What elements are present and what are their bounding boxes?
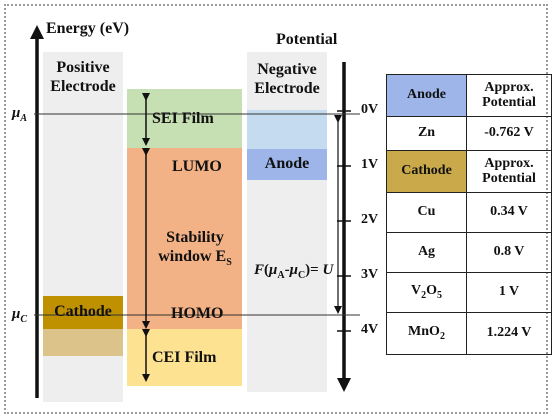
anode-header-cell: Anode [386,74,467,117]
cathode-potential-header-cell: Approx. Potential [466,150,552,193]
material-cell: MnO2 [386,312,467,355]
material-cell: Cu [386,192,467,233]
anode-box [247,149,327,180]
cathode-label: Cathode [54,303,112,320]
negative-electrode-column [247,52,327,392]
potential-cell: 1.224 V [466,312,552,355]
potential-cell: 1 V [466,272,552,313]
material-cell: Ag [386,232,467,273]
table-header-cathode: Cathode Approx. Potential [386,150,552,193]
sei-film-label: SEI Film [152,110,214,127]
cei-film-label: CEI Film [152,349,217,366]
table-row: Ag 0.8 V [386,232,552,273]
mu-a-label: μA [12,105,28,124]
cathode-header-cell: Cathode [386,150,467,193]
mu-c-label: μC [12,306,28,325]
table-header-anode: Anode Approx. Potential [386,74,552,117]
potential-cell: 0.8 V [466,232,552,273]
anode-potential-header-cell: Approx. Potential [466,74,552,117]
negative-electrode-label: Negative Electrode [254,61,320,97]
anode-label: Anode [264,155,310,172]
material-cell: V2O5 [386,272,467,313]
homo-label: HOMO [171,305,224,322]
table-row: Cu 0.34 V [386,192,552,233]
tick-label-2v: 2V [361,212,379,227]
potential-cell: 0.34 V [466,192,552,233]
potential-cell: -0.762 V [466,116,552,151]
material-cell: Zn [386,116,467,151]
cathode-box [43,296,123,329]
cathode-light-region [43,329,123,356]
potential-table: Anode Approx. Potential Zn -0.762 V Cath… [386,74,552,355]
table-row: V2O5 1 V [386,272,552,313]
table-row: MnO2 1.224 V [386,312,552,355]
anode-light-region [247,110,327,149]
potential-axis-label: Potential [276,31,338,48]
tick-label-1v: 1V [361,157,379,172]
energy-axis-label: Energy (eV) [46,20,130,37]
tick-label-4v: 4V [361,322,379,337]
tick-label-0v: 0V [361,102,379,117]
lumo-label: LUMO [172,158,222,175]
tick-label-3v: 3V [361,267,379,282]
voltage-equation: F(μA-μC)= U [254,262,334,281]
positive-electrode-label: Positive Electrode [50,59,116,95]
table-row: Zn -0.762 V [386,116,552,151]
